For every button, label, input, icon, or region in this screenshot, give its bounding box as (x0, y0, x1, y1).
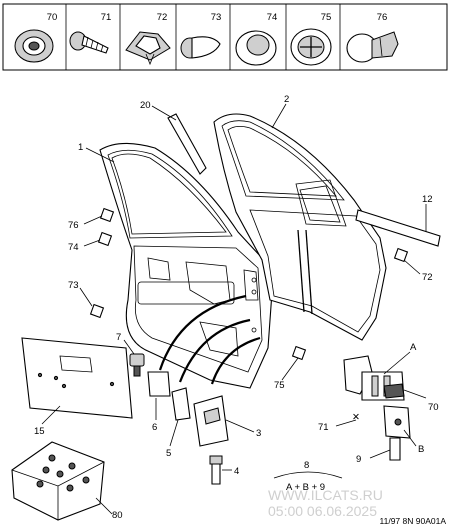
callout-20: 20 (140, 100, 151, 111)
callout-5: 5 (166, 448, 171, 459)
callout-B: B (418, 444, 424, 455)
part-number-75: 75 (321, 12, 332, 23)
cross-mark: ✕ (352, 412, 360, 423)
parts-strip: 70 71 72 73 74 (2, 3, 448, 71)
callout-15: 15 (34, 426, 45, 437)
callout-7: 7 (116, 332, 121, 343)
part-number-74: 74 (267, 12, 278, 23)
clip-74 (97, 231, 113, 247)
part-number-73: 73 (211, 12, 222, 23)
callout-A: A (410, 342, 417, 353)
bracket-6 (147, 371, 171, 397)
hinge-bolt (129, 353, 145, 377)
outer-panel (213, 113, 387, 341)
callout-12: 12 (422, 194, 433, 205)
watermark-site: WWW.ILCATS.RU (268, 487, 383, 503)
clip-73 (89, 303, 105, 319)
hinge-assembly (343, 355, 411, 461)
callout-72: 72 (422, 272, 433, 283)
callout-80: 80 (112, 510, 123, 521)
callout-9: 9 (356, 454, 361, 465)
trim-panel (21, 337, 133, 419)
callout-3: 3 (256, 428, 261, 439)
grommet-cross-icon (290, 28, 332, 66)
callout-73: 73 (68, 280, 79, 291)
formula-bracket (273, 471, 343, 479)
callout-75: 75 (274, 380, 285, 391)
bolt-4 (209, 455, 223, 485)
part-number-76: 76 (377, 12, 388, 23)
door-shell (99, 142, 273, 389)
bracket-5 (171, 387, 191, 421)
plug-icon (180, 36, 221, 59)
clip-72 (393, 247, 409, 263)
part-number-71: 71 (101, 12, 112, 23)
callout-4: 4 (234, 466, 239, 477)
part-number-72: 72 (157, 12, 168, 23)
push-rivet-icon (346, 31, 399, 63)
reference-code: 11/97 8N 90A01A (380, 516, 447, 526)
clip-75 (291, 345, 307, 361)
watermark-timestamp: 05:00 06.06.2025 (268, 503, 377, 519)
callout-2: 2 (284, 94, 289, 105)
toolkit-box (11, 441, 105, 521)
screw-icon (69, 31, 109, 54)
callout-8: 8 (304, 460, 309, 471)
hinge-bracket-3 (193, 395, 229, 447)
seal-strip (355, 209, 441, 247)
cap-icon (235, 30, 277, 66)
grommet-icon (14, 29, 54, 63)
clip-76 (99, 207, 115, 223)
leader-lines (41, 103, 427, 515)
callout-71: 71 (318, 422, 329, 433)
window-strip (167, 113, 207, 175)
part-number-70: 70 (47, 12, 58, 23)
formula-text: A + B + 9 (286, 482, 325, 493)
clip-icon (125, 31, 171, 66)
callout-76: 76 (68, 220, 79, 231)
callout-labels: 1 2 20 12 76 74 73 72 7 6 5 3 4 15 75 A … (34, 94, 439, 521)
callout-6: 6 (152, 422, 157, 433)
callout-74: 74 (68, 242, 79, 253)
callout-70: 70 (428, 402, 439, 413)
callout-1: 1 (78, 142, 83, 153)
